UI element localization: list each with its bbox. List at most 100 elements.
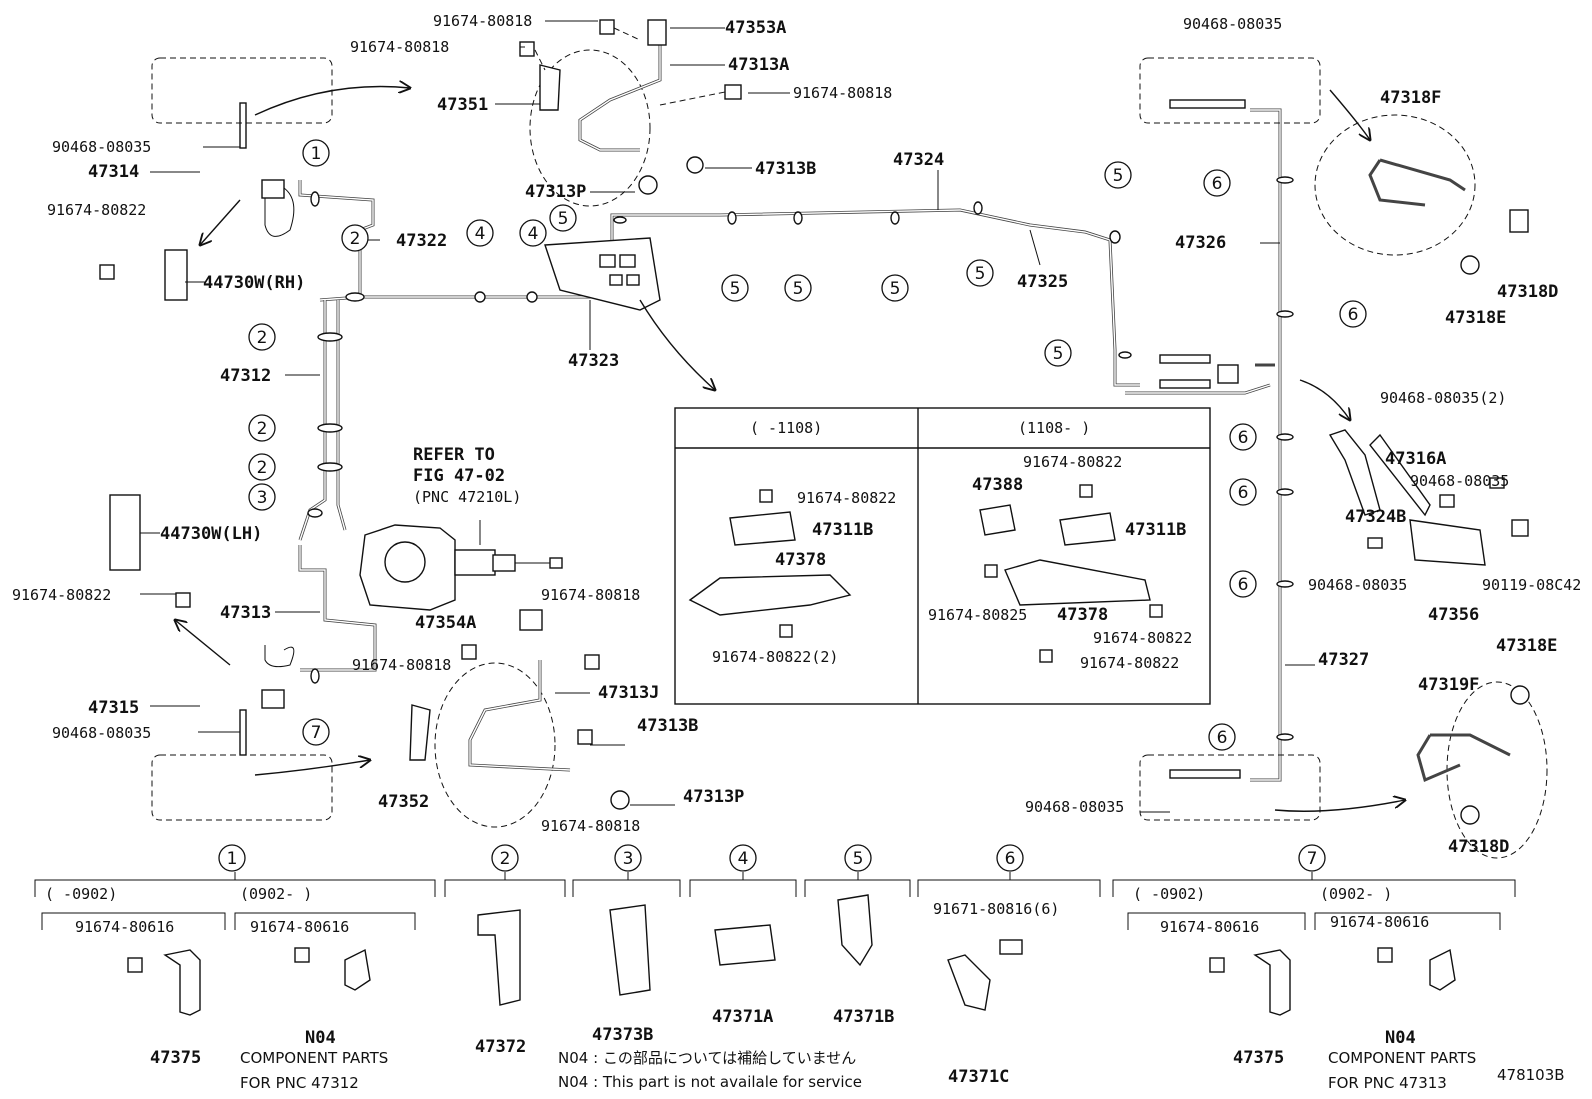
circled-ref-number: 6 [1238,428,1249,448]
label-47326: 47326 [1175,233,1226,253]
g7-right-part: N04 [1385,1028,1416,1048]
circled-ref-number: 2 [500,849,511,869]
circled-ref-marker [218,844,246,872]
g2-part: 47372 [475,1037,526,1057]
circled-ref-number: 2 [257,328,268,348]
direction-arrows [175,87,1405,812]
circled-ref-marker [466,219,494,247]
circled-ref-marker [248,414,276,442]
label-47314: 47314 [88,162,139,182]
label-90468-08035-c: 90468-08035 [1183,15,1282,33]
rear-left-hose-group [519,19,742,207]
circled-ref-number: 5 [558,209,569,229]
inset-right-47378: 47378 [1057,605,1108,625]
circled-ref-number: 5 [1113,166,1124,186]
label-47318F: 47318F [1380,88,1441,108]
label-90468-08035-2: 90468-08035(2) [1380,389,1506,407]
g1-right-range: (0902- ) [240,885,312,903]
label-91674-80818-c: 91674-80818 [793,84,892,102]
label-47318D-a: 47318D [1497,282,1558,302]
label-47313B-b: 47313B [637,716,698,736]
label-91674-80818-f: 91674-80818 [541,817,640,835]
circled-ref-marker [1229,570,1257,598]
g1-cp-line1: COMPONENT PARTS [240,1049,388,1067]
circled-ref-number: 6 [1348,305,1359,325]
label-47313: 47313 [220,603,271,623]
g7-right-range: (0902- ) [1320,885,1392,903]
label-47313A: 47313A [728,55,789,75]
circled-ref-marker [996,844,1024,872]
inset-right-47388: 47388 [972,475,1023,495]
g7-left-part: 47375 [1233,1048,1284,1068]
label-47356: 47356 [1428,605,1479,625]
circled-ref-number: 6 [1005,849,1016,869]
label-47327: 47327 [1318,650,1369,670]
circled-ref-number: 6 [1238,483,1249,503]
label-47318E-a: 47318E [1445,308,1506,328]
label-47313B-a: 47313B [755,159,816,179]
label-90119-08C42: 90119-08C42 [1482,576,1581,594]
circled-ref-number: 3 [623,849,634,869]
g1-right-part: N04 [305,1028,336,1048]
reference-boxes [151,57,1321,821]
label-47324: 47324 [893,150,944,170]
circled-ref-number: 4 [475,224,486,244]
label-47324B: 47324B [1345,507,1406,527]
label-47351: 47351 [437,95,488,115]
circled-ref-number: 5 [730,279,741,299]
circled-ref-number: 6 [1212,174,1223,194]
circled-ref-number: 4 [528,224,539,244]
front-right-hose-group [1416,681,1548,859]
label-47353A: 47353A [725,18,786,38]
g7-right-bolt: 91674-80616 [1330,913,1429,931]
left-brackets [239,102,295,756]
g6-bolt: 91671-80816(6) [933,900,1059,918]
label-47312: 47312 [220,366,271,386]
proportioning-valves [99,249,191,608]
label-90468-08035-b: 90468-08035 [52,724,151,742]
g3-part: 47373B [592,1025,653,1045]
circled-ref-marker [844,844,872,872]
note-japanese: N04 : この部品については補給していません [558,1049,856,1067]
label-44730W-LH: 44730W(LH) [160,524,262,544]
circled-ref-number: 2 [257,458,268,478]
circled-ref-marker [1229,478,1257,506]
circled-ref-marker [248,453,276,481]
label-91674-80822-a: 91674-80822 [47,201,146,219]
main-piping [298,108,1282,782]
circled-ref-marker [248,323,276,351]
circled-ref-number: 2 [257,419,268,439]
circled-ref-marker [1044,339,1072,367]
g4-part: 47371A [712,1007,773,1027]
g1-cp-line2: FOR PNC 47312 [240,1074,359,1092]
inset-right-91674-80822-b: 91674-80822 [1093,629,1192,647]
bottom-labels: ( -0902) (0902- ) 91674-80616 91674-8061… [45,885,1565,1092]
circled-ref-number: 5 [1053,344,1064,364]
circled-ref-marker [721,274,749,302]
refer-line-2: FIG 47-02 [413,466,505,486]
pipe-clamps [307,176,1294,741]
circled-ref-number: 6 [1217,728,1228,748]
label-91674-80818-d: 91674-80818 [541,586,640,604]
inset-left-47378: 47378 [775,550,826,570]
inset-left-91674-80822-2: 91674-80822(2) [712,648,838,666]
label-47313J: 47313J [598,683,659,703]
inset-right-91674-80822-a: 91674-80822 [1023,453,1122,471]
circled-ref-marker [1208,723,1236,751]
label-47313P-b: 47313P [683,787,744,807]
g1-left-range: ( -0902) [45,885,117,903]
g1-left-bolt: 91674-80616 [75,918,174,936]
label-47354A: 47354A [415,613,476,633]
circled-ref-marker [549,204,577,232]
label-47315: 47315 [88,698,139,718]
g7-left-bolt: 91674-80616 [1160,918,1259,936]
rear-right-hose-group [1314,114,1529,275]
g7-cp-line1: COMPONENT PARTS [1328,1049,1476,1067]
circled-ref-marker [1203,169,1231,197]
label-47322: 47322 [396,231,447,251]
bottom-group-brackets [34,872,1516,930]
inset-left-47311B: 47311B [812,520,873,540]
label-44730W-RH: 44730W(RH) [203,273,305,293]
refer-line-1: REFER TO [413,445,495,465]
